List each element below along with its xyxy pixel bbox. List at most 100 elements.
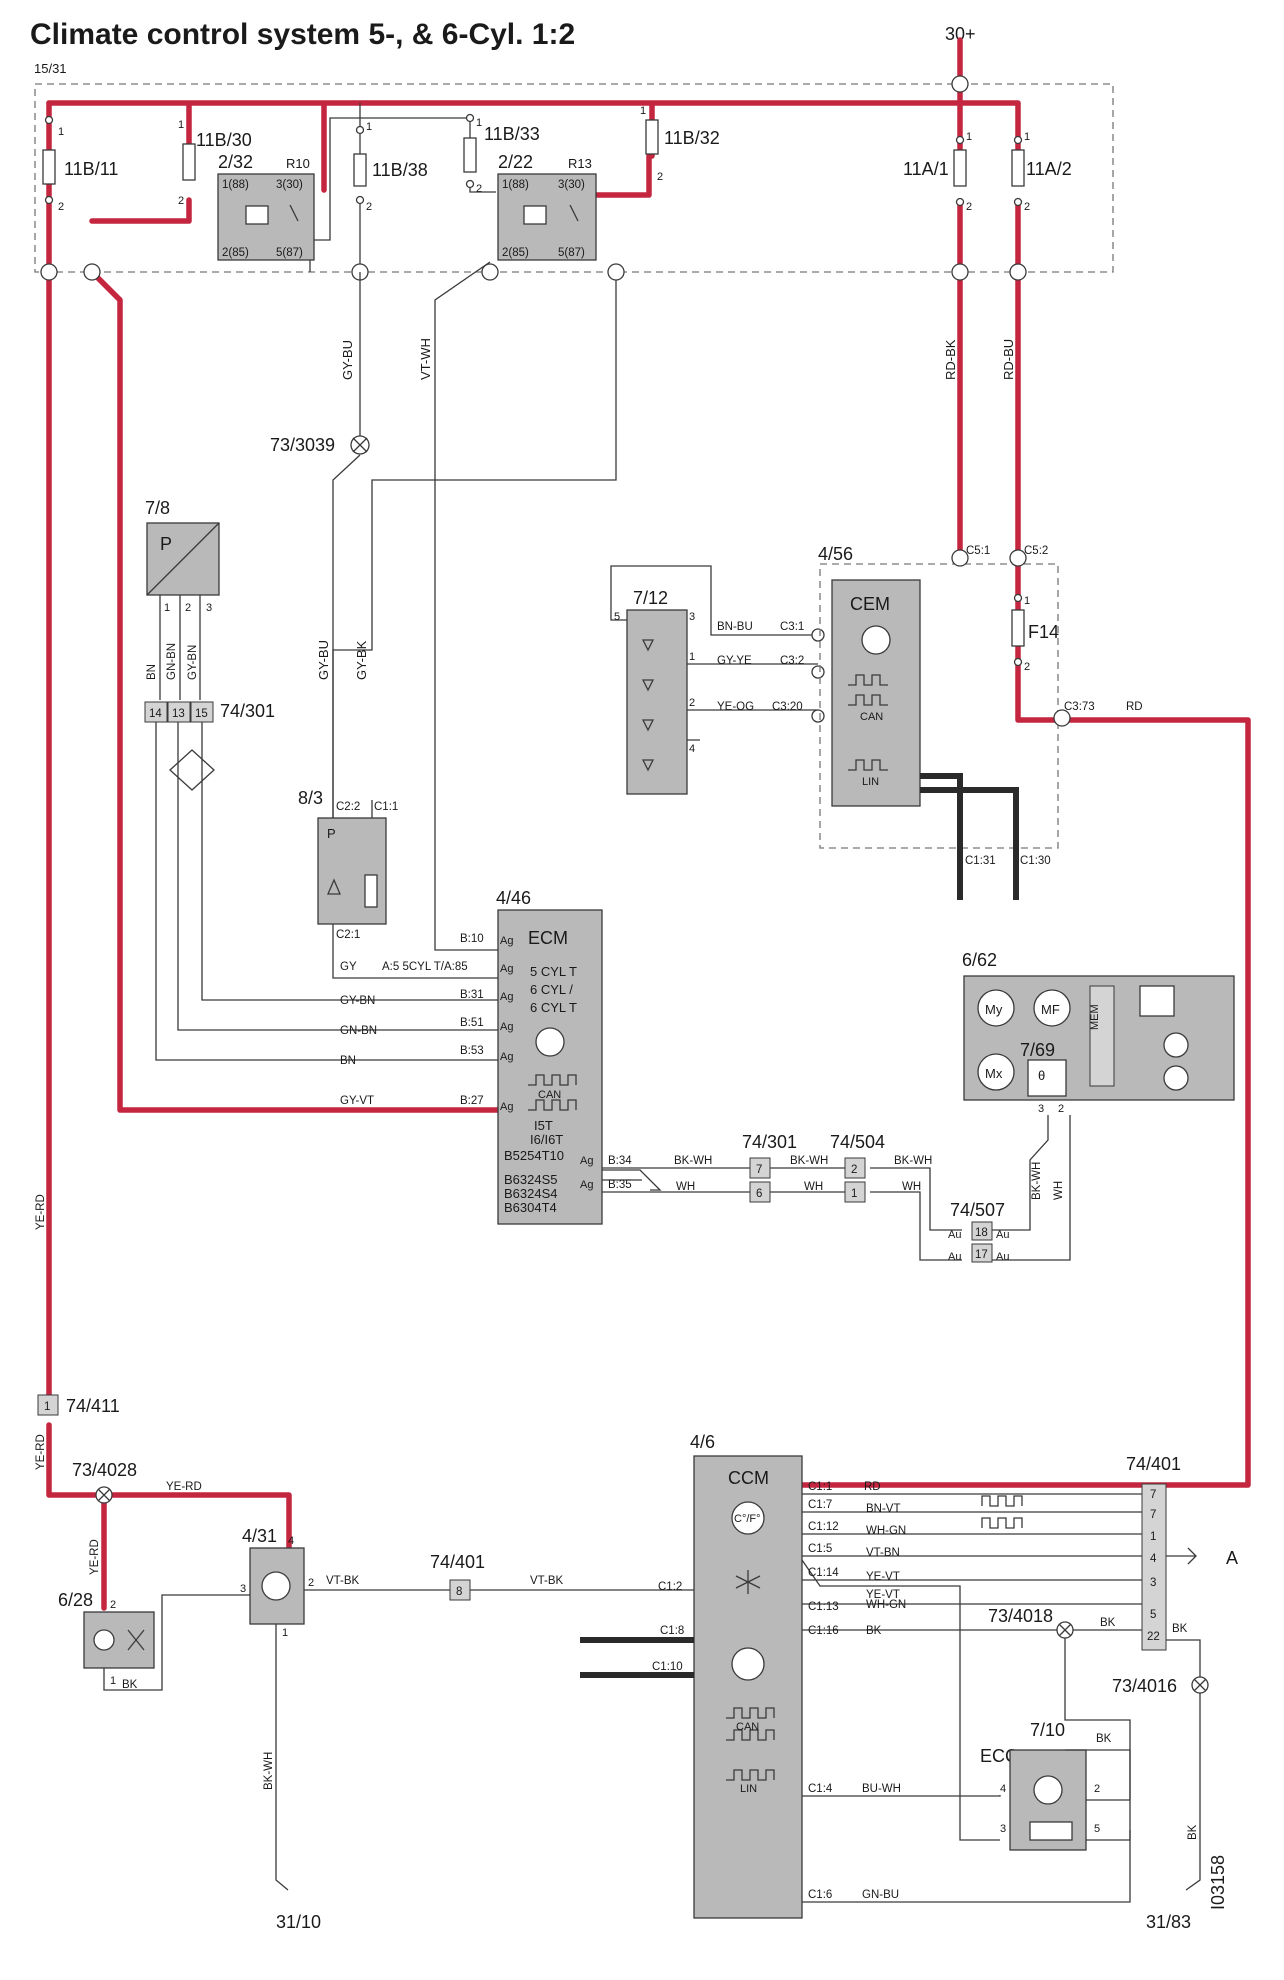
connector-74-301-top: 14 13 15 74/301 bbox=[144, 701, 275, 723]
svg-text:4/31: 4/31 bbox=[242, 1526, 277, 1546]
svg-text:2(85): 2(85) bbox=[502, 247, 529, 259]
ecm-module-4-46: 4/46 ECM 5 CYL T 6 CYL / 6 CYL T CAN I5T… bbox=[496, 888, 603, 1225]
svg-text:C1:7: C1:7 bbox=[808, 1499, 832, 1511]
svg-text:ECC: ECC bbox=[980, 1746, 1018, 1766]
svg-text:B:35: B:35 bbox=[608, 1179, 632, 1191]
svg-text:C1:31: C1:31 bbox=[965, 855, 996, 867]
svg-text:7: 7 bbox=[1150, 1509, 1156, 1521]
svg-text:C1:12: C1:12 bbox=[808, 1521, 839, 1533]
fuse-11b11: 12 11B/11 bbox=[42, 115, 118, 213]
ye-rd-lower-wire bbox=[46, 1422, 292, 1551]
svg-text:BN: BN bbox=[146, 664, 158, 680]
arrow-a bbox=[1166, 1547, 1197, 1565]
cem-module-4-56: 4/56 CEM CAN LIN C5:1 C5:2 C3:73 RD C1:3… bbox=[818, 544, 1143, 867]
node-c52 bbox=[1009, 549, 1027, 567]
splice-73-4016: 73/4016 bbox=[1112, 1676, 1209, 1696]
svg-text:YE-RD: YE-RD bbox=[166, 1481, 202, 1493]
svg-text:BK: BK bbox=[122, 1679, 138, 1691]
svg-text:GY-BU: GY-BU bbox=[316, 640, 331, 680]
svg-text:8/3: 8/3 bbox=[298, 788, 323, 808]
svg-text:3: 3 bbox=[240, 1583, 246, 1595]
fan-wire-bk bbox=[103, 1594, 250, 1691]
svg-text:YE-OG: YE-OG bbox=[717, 701, 754, 713]
twist-symbol-1 bbox=[169, 749, 215, 791]
svg-text:5: 5 bbox=[1094, 1823, 1100, 1835]
svg-text:74/411: 74/411 bbox=[66, 1396, 120, 1416]
svg-text:BK-WH: BK-WH bbox=[790, 1155, 828, 1167]
connector-74-301-mid: 74/301 76 bbox=[742, 1132, 797, 1203]
svg-text:4: 4 bbox=[689, 743, 695, 755]
svg-text:2: 2 bbox=[851, 1164, 857, 1176]
svg-text:2: 2 bbox=[657, 171, 663, 183]
svg-text:5 CYL T: 5 CYL T bbox=[530, 964, 577, 979]
ground-wire-31-10 bbox=[275, 1624, 289, 1891]
svg-text:BN-VT: BN-VT bbox=[866, 1503, 901, 1515]
svg-text:3: 3 bbox=[1038, 1103, 1044, 1115]
svg-text:GY-BK: GY-BK bbox=[354, 640, 369, 680]
svg-text:C3:20: C3:20 bbox=[772, 701, 803, 713]
splice-73-4028: 73/4028 YE-RD YE-RD bbox=[72, 1460, 202, 1575]
svg-text:15: 15 bbox=[195, 708, 208, 720]
svg-text:BK-WH: BK-WH bbox=[894, 1155, 932, 1167]
svg-text:GY-YE: GY-YE bbox=[717, 655, 752, 667]
svg-text:LIN: LIN bbox=[740, 1783, 757, 1795]
svg-text:My: My bbox=[985, 1002, 1003, 1017]
svg-text:C2:2: C2:2 bbox=[336, 801, 360, 813]
svg-text:Ag: Ag bbox=[500, 963, 513, 975]
svg-text:C1:4: C1:4 bbox=[808, 1783, 833, 1795]
svg-text:73/4018: 73/4018 bbox=[988, 1606, 1053, 1626]
svg-text:F14: F14 bbox=[1028, 622, 1059, 642]
svg-text:6 CYL /: 6 CYL / bbox=[530, 982, 573, 997]
svg-text:Ag: Ag bbox=[580, 1179, 593, 1191]
svg-text:2: 2 bbox=[1058, 1103, 1064, 1115]
cem-can-bus bbox=[920, 773, 1019, 900]
svg-text:C1:1: C1:1 bbox=[374, 801, 398, 813]
svg-text:2/32: 2/32 bbox=[218, 152, 253, 172]
svg-text:2: 2 bbox=[110, 1599, 116, 1611]
svg-text:1: 1 bbox=[164, 602, 170, 614]
svg-text:73/4016: 73/4016 bbox=[1112, 1676, 1177, 1696]
relay1-coil-red bbox=[89, 197, 192, 224]
svg-text:4/6: 4/6 bbox=[690, 1432, 715, 1452]
svg-text:2: 2 bbox=[1024, 201, 1030, 213]
svg-text:BK: BK bbox=[866, 1625, 882, 1637]
svg-text:2: 2 bbox=[689, 697, 695, 709]
relay-2-22: 2/22 R13 1(88) 3(30) 2(85) 5(87) bbox=[497, 152, 597, 261]
svg-text:1: 1 bbox=[282, 1627, 288, 1639]
svg-text:C1:5: C1:5 bbox=[808, 1543, 832, 1555]
svg-text:1: 1 bbox=[1024, 595, 1030, 607]
svg-text:P: P bbox=[160, 534, 172, 554]
svg-text:6: 6 bbox=[756, 1188, 762, 1200]
svg-text:4: 4 bbox=[288, 1535, 294, 1547]
svg-text:74/507: 74/507 bbox=[950, 1200, 1005, 1220]
pressure-switch-8-3: 8/3 P C2:2 C1:1 C2:1 bbox=[298, 788, 398, 941]
svg-text:CAN: CAN bbox=[736, 1721, 759, 1733]
svg-text:BK: BK bbox=[1096, 1733, 1112, 1745]
svg-text:74/504: 74/504 bbox=[830, 1132, 885, 1152]
svg-text:11B/33: 11B/33 bbox=[484, 124, 540, 144]
svg-text:LIN: LIN bbox=[862, 776, 879, 788]
svg-text:5(87): 5(87) bbox=[558, 247, 585, 259]
svg-text:2: 2 bbox=[178, 195, 184, 207]
fuse-11a2: 12 11A/2 bbox=[1011, 131, 1072, 213]
ccm-module-4-6: 4/6 CCM C°/F° CAN LIN bbox=[690, 1432, 803, 1919]
connector-74-411: 1 74/411 bbox=[37, 1394, 120, 1416]
fuse-11b30: 12 11B/30 bbox=[178, 119, 252, 207]
svg-text:2: 2 bbox=[308, 1577, 314, 1589]
svg-text:Au: Au bbox=[948, 1251, 961, 1263]
svg-text:5(87): 5(87) bbox=[276, 247, 303, 259]
svg-text:WH: WH bbox=[1053, 1181, 1065, 1200]
svg-text:13: 13 bbox=[172, 708, 185, 720]
sensor-wires-to-ecm bbox=[155, 722, 498, 1061]
svg-text:BK-WH: BK-WH bbox=[674, 1155, 712, 1167]
svg-text:2(85): 2(85) bbox=[222, 247, 249, 259]
page-title: Climate control system 5-, & 6-Cyl. 1:2 bbox=[30, 18, 575, 51]
svg-text:MF: MF bbox=[1041, 1002, 1060, 1017]
svg-text:Au: Au bbox=[996, 1229, 1009, 1241]
svg-text:4: 4 bbox=[1150, 1553, 1157, 1565]
pwm-symbols bbox=[981, 1495, 1023, 1529]
svg-text:B6324S4: B6324S4 bbox=[504, 1186, 558, 1201]
svg-text:BK-WH: BK-WH bbox=[263, 1752, 275, 1790]
